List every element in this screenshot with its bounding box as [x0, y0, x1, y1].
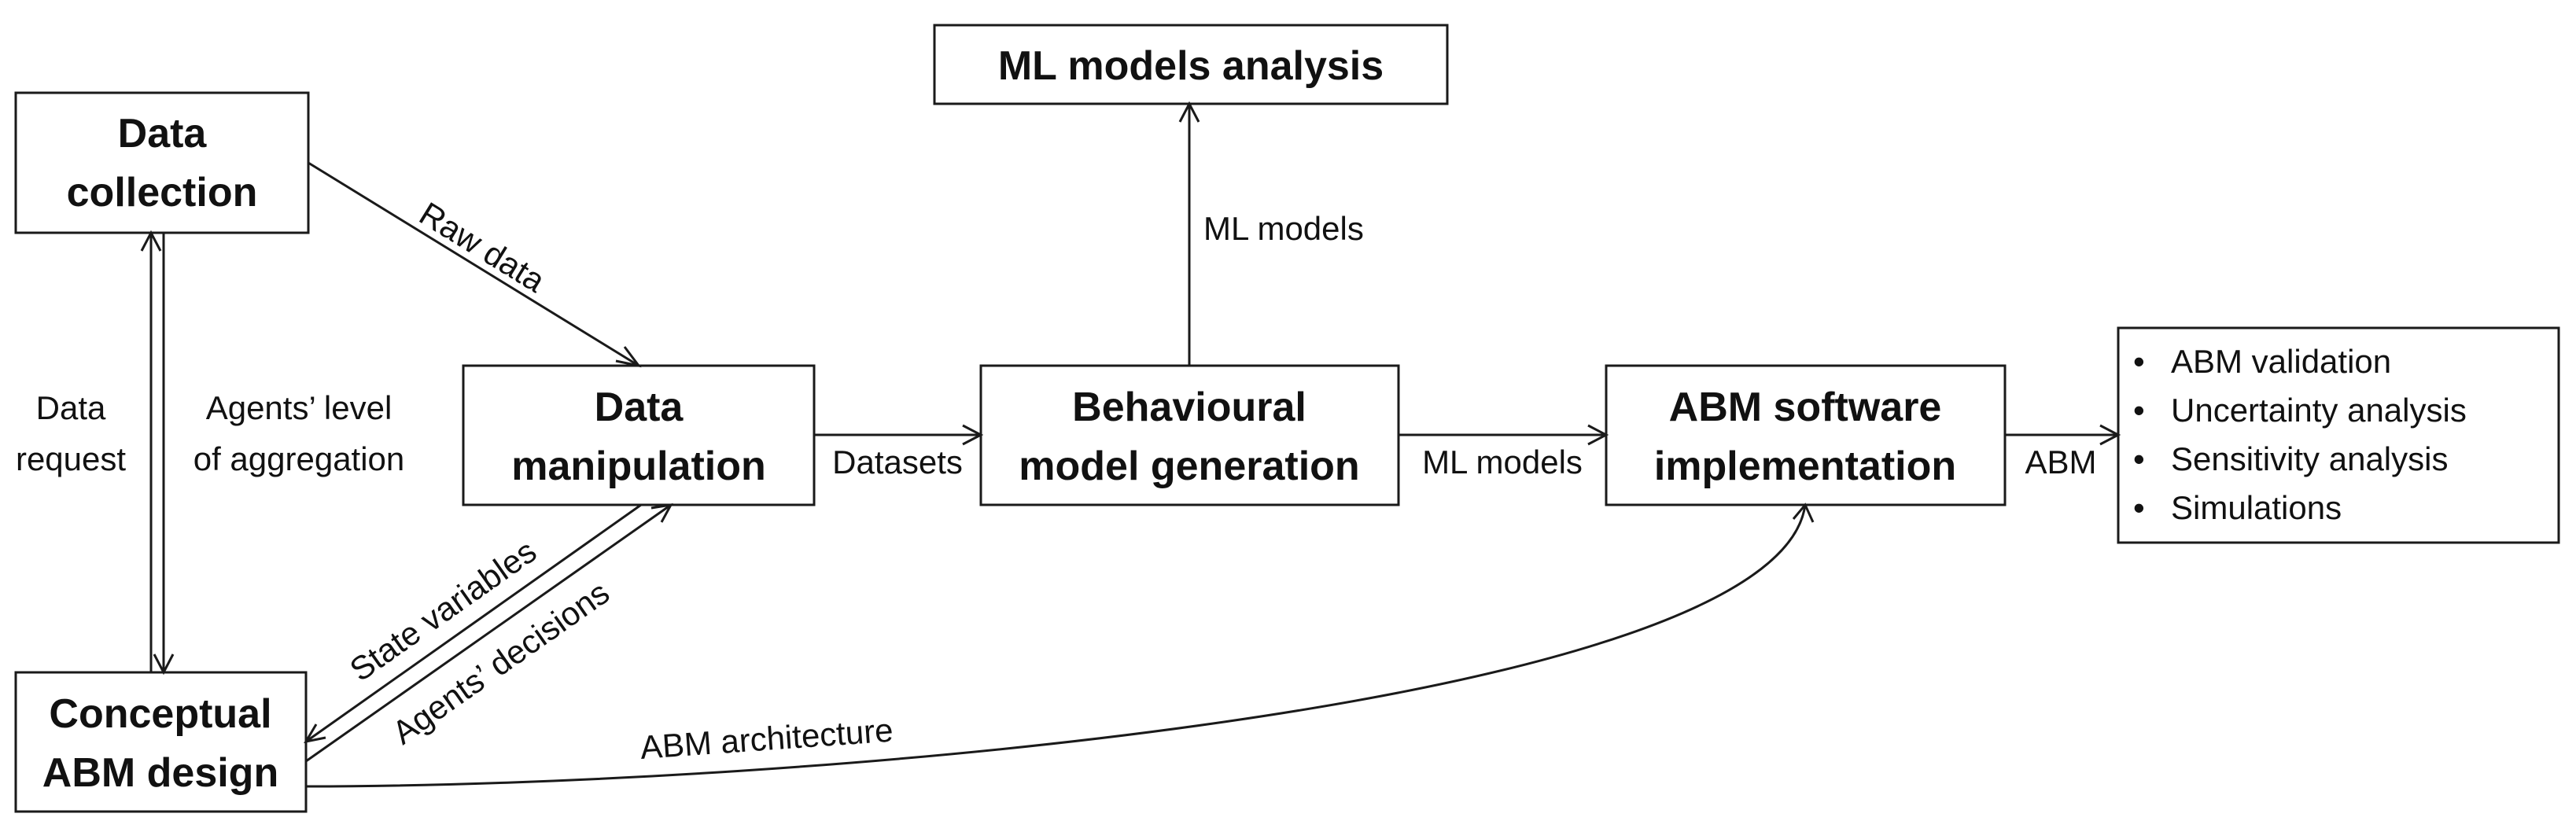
bullet-marker: •	[2133, 343, 2145, 380]
edge-label-data-request-line-2: request	[16, 440, 126, 477]
edge-label-datasets: Datasets	[832, 444, 963, 480]
edge-state-variables: State variables	[303, 503, 642, 744]
edge-abm: ABM	[2005, 424, 2121, 480]
edge-label-agents-level-line-1: Agents’ level	[206, 389, 392, 426]
node-data-collection-line-1: Data	[118, 111, 208, 156]
bullet-marker: •	[2133, 392, 2145, 429]
edge-raw-data: Raw data	[308, 161, 642, 368]
node-data-manipulation-line-1: Data	[595, 385, 684, 430]
edge-label-agents-decisions: Agents’ decisions	[385, 573, 616, 751]
node-abm-software-implementation: ABM software implementation	[1605, 364, 2007, 506]
edge-data-request: Data request	[16, 230, 162, 672]
node-abm-software-implementation-line-2: implementation	[1654, 444, 1956, 489]
edge-label-abm-architecture: ABM architecture	[639, 712, 894, 766]
node-data-collection-line-2: collection	[67, 170, 258, 215]
edge-label-ml-models-up: ML models	[1203, 210, 1364, 247]
node-behavioural-model-generation-line-1: Behavioural	[1072, 385, 1306, 430]
node-data-manipulation: Data manipulation	[462, 364, 816, 506]
output-item-simulations: Simulations	[2171, 489, 2342, 526]
node-behavioural-model-generation: Behavioural model generation	[979, 364, 1400, 506]
node-conceptual-abm-design-line-2: ABM design	[42, 750, 278, 796]
output-item-abm-validation: ABM validation	[2171, 343, 2391, 380]
output-item-sensitivity-analysis: Sensitivity analysis	[2171, 440, 2448, 477]
bullet-marker: •	[2133, 440, 2145, 477]
edge-label-raw-data: Raw data	[413, 195, 551, 300]
node-conceptual-abm-design: Conceptual ABM design	[14, 671, 308, 813]
edge-label-agents-level-line-2: of aggregation	[193, 440, 405, 477]
edge-ml-models-right: ML models	[1399, 424, 1609, 480]
node-data-manipulation-line-2: manipulation	[511, 444, 766, 489]
edge-abm-architecture: ABM architecture	[305, 503, 1815, 788]
edge-datasets: Datasets	[814, 424, 984, 480]
edge-ml-models-up: ML models	[1178, 101, 1364, 366]
node-ml-models-analysis-label: ML models analysis	[998, 43, 1384, 89]
bullet-marker: •	[2133, 489, 2145, 526]
node-ml-models-analysis: ML models analysis	[933, 24, 1449, 105]
node-abm-software-implementation-line-1: ABM software	[1669, 385, 1942, 430]
edge-label-data-request-line-1: Data	[36, 389, 106, 426]
output-item-uncertainty-analysis: Uncertainty analysis	[2171, 392, 2467, 429]
edge-label-ml-models-right: ML models	[1422, 444, 1583, 480]
edge-agents-level: Agents’ level of aggregation	[153, 233, 405, 676]
node-data-collection: Data collection	[14, 91, 310, 234]
edge-agents-decisions: Agents’ decisions	[305, 503, 673, 763]
node-outputs-list: • ABM validation • Uncertainty analysis …	[2117, 326, 2560, 544]
edge-label-abm: ABM	[2025, 444, 2096, 480]
node-behavioural-model-generation-line-2: model generation	[1019, 444, 1359, 489]
node-conceptual-abm-design-line-1: Conceptual	[49, 691, 271, 737]
